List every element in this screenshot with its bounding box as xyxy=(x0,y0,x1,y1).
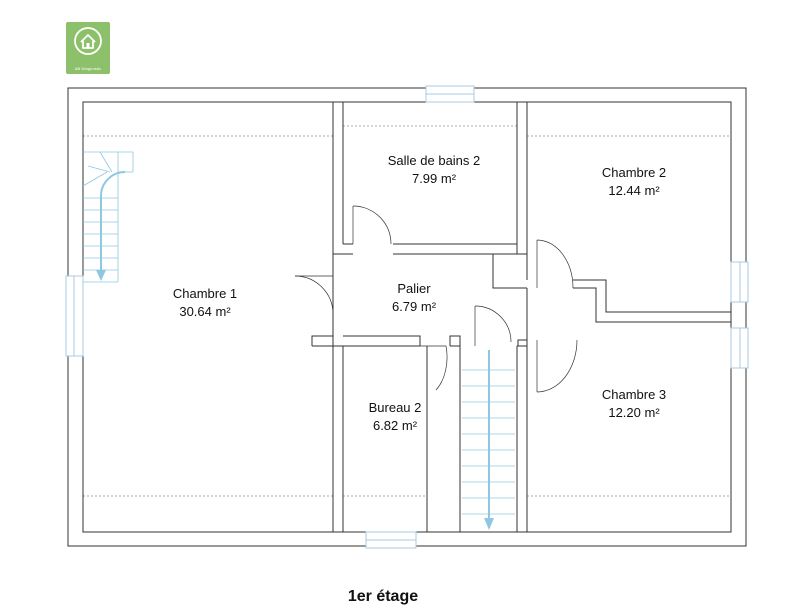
staircase-central xyxy=(462,350,515,530)
room-label-bureau-2: Bureau 2 6.82 m² xyxy=(369,399,422,435)
company-logo: AB Diagnostic xyxy=(66,22,110,74)
room-name: Chambre 3 xyxy=(601,387,667,402)
room-area: 6.79 m² xyxy=(391,299,437,314)
room-area: 30.64 m² xyxy=(179,304,231,319)
staircase-chambre-1 xyxy=(82,151,134,283)
logo-caption: AB Diagnostic xyxy=(74,66,102,71)
room-label-palier: Palier 6.79 m² xyxy=(392,280,436,316)
room-name: Chambre 2 xyxy=(601,165,667,180)
room-label-chambre-2: Chambre 2 12.44 m² xyxy=(602,164,666,200)
sloped-ceiling-lines xyxy=(83,125,731,497)
doors xyxy=(294,205,578,393)
room-label-salle-de-bains-2: Salle de bains 2 7.99 m² xyxy=(388,152,481,188)
room-name: Bureau 2 xyxy=(368,400,422,415)
room-area: 12.20 m² xyxy=(608,405,660,420)
room-name: Salle de bains 2 xyxy=(387,153,481,168)
room-area: 6.82 m² xyxy=(372,418,418,433)
room-name: Palier xyxy=(397,281,431,296)
windows xyxy=(65,85,749,549)
room-label-chambre-3: Chambre 3 12.20 m² xyxy=(602,386,666,422)
interior-walls xyxy=(311,101,731,533)
house-heart-icon xyxy=(74,27,102,55)
room-area: 7.99 m² xyxy=(411,171,457,186)
room-name: Chambre 1 xyxy=(172,286,238,301)
floor-title: 1er étage xyxy=(347,588,419,605)
room-area: 12.44 m² xyxy=(608,183,660,198)
room-label-chambre-1: Chambre 1 30.64 m² xyxy=(173,285,237,321)
